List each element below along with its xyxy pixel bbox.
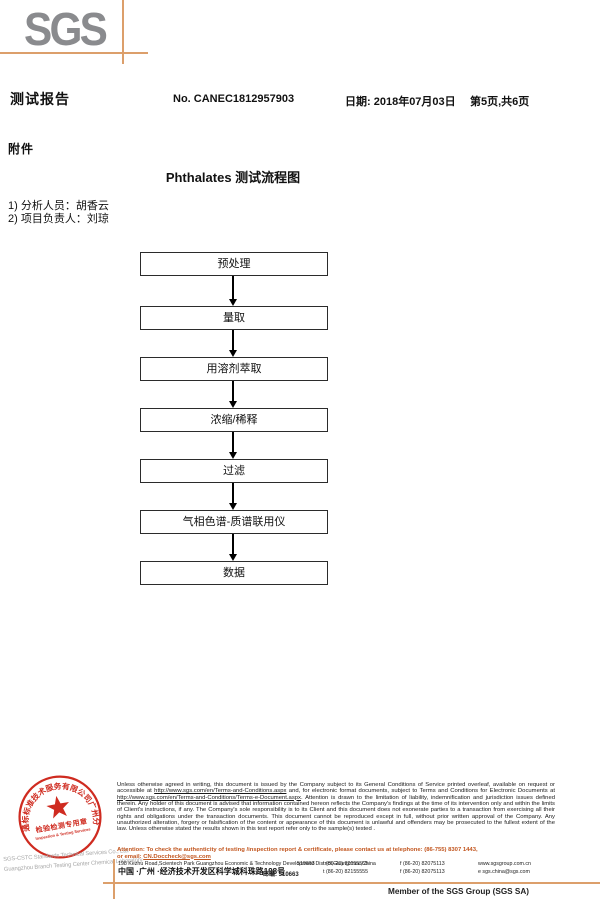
flowchart-title: Phthalates 测试流程图 bbox=[165, 170, 301, 185]
sgs-logo: SGS bbox=[24, 3, 108, 55]
attachment-label: 附件 bbox=[8, 142, 35, 156]
website: www.sgsgroup.com.cn bbox=[478, 861, 531, 867]
inspection-seal-stamp-icon: 通标标准技术服务有限公司广州分公司 检验检测专用章 Inspection & T… bbox=[10, 767, 103, 859]
footer-vertical-rule bbox=[113, 859, 115, 899]
attention-line1: Attention: To check the authenticity of … bbox=[117, 847, 478, 853]
authenticity-attention-note: Attention: To check the authenticity of … bbox=[117, 847, 555, 860]
telephone: t (86-20) 82155555 bbox=[323, 869, 369, 875]
doccheck-email: CN.Doccheck@sgs.com bbox=[143, 853, 211, 860]
note-project-leader: 2) 项目负责人：刘琼 bbox=[8, 213, 109, 225]
sgs-group-member-note: Member of the SGS Group (SGS SA) bbox=[388, 887, 530, 896]
flow-step-solvent-extraction: 用溶剂萃取 bbox=[140, 357, 328, 381]
flow-arrow-icon bbox=[229, 534, 237, 561]
flow-arrow-icon bbox=[229, 381, 237, 408]
flow-arrow-icon bbox=[229, 432, 237, 459]
telephone: t (86-20) 82155555 bbox=[323, 861, 369, 867]
disclaimer-text: and, for electronic format documents, su… bbox=[286, 788, 555, 795]
terms-e-document-url: http://www.sgs.com/en/Terms-and-Conditio… bbox=[117, 794, 301, 801]
flow-step-gcms: 气相色谱-质谱联用仪 bbox=[140, 510, 328, 534]
flow-step-filter: 过滤 bbox=[140, 459, 328, 483]
note-analyst: 1) 分析人员：胡香云 bbox=[8, 200, 109, 212]
flow-arrow-icon bbox=[229, 276, 237, 306]
flow-arrow-icon bbox=[229, 483, 237, 510]
flow-step-pretreatment: 预处理 bbox=[140, 252, 328, 276]
terms-disclaimer: Unless otherwise agreed in writing, this… bbox=[117, 782, 555, 833]
flow-arrow-icon bbox=[229, 330, 237, 357]
stamp-star-icon bbox=[46, 795, 69, 819]
footer-horizontal-rule bbox=[103, 882, 600, 884]
report-date: 日期: 2018年07月03日 bbox=[345, 96, 456, 108]
logo-horizontal-rule bbox=[0, 52, 148, 54]
postal-code-cn: 邮编: 510663 bbox=[263, 872, 299, 878]
attention-line2: or email: CN.Doccheck@sgs.com bbox=[117, 853, 211, 860]
flow-step-concentrate-dilute: 浓缩/稀释 bbox=[140, 408, 328, 432]
postal-code-en: 510663 bbox=[297, 861, 315, 867]
terms-url: http://www.sgs.com/en/Terms-and-Conditio… bbox=[154, 788, 287, 795]
address-chinese: 中国 ·广州 ·经济技术开发区科学城科珠路198号 bbox=[118, 867, 286, 876]
address-english: 198 Kezhu Road,Scientech Park Guangzhou … bbox=[118, 861, 376, 867]
disclaimer-text: Unless otherwise agreed in writing, this… bbox=[117, 782, 555, 795]
fax: f (86-20) 82075113 bbox=[400, 861, 445, 867]
page-indicator: 第5页,共6页 bbox=[470, 96, 530, 108]
logo-vertical-rule bbox=[122, 0, 124, 64]
sgs-china-email: e sgs.china@sgs.com bbox=[478, 869, 530, 875]
flow-step-data: 数据 bbox=[140, 561, 328, 585]
flow-step-measure: 量取 bbox=[140, 306, 328, 330]
disclaimer-text: . Attention is drawn to the limitation o… bbox=[117, 794, 555, 833]
fax: f (86-20) 82075113 bbox=[400, 869, 445, 875]
report-number: No. CANEC1812957903 bbox=[173, 93, 295, 105]
report-title: 测试报告 bbox=[10, 91, 70, 107]
